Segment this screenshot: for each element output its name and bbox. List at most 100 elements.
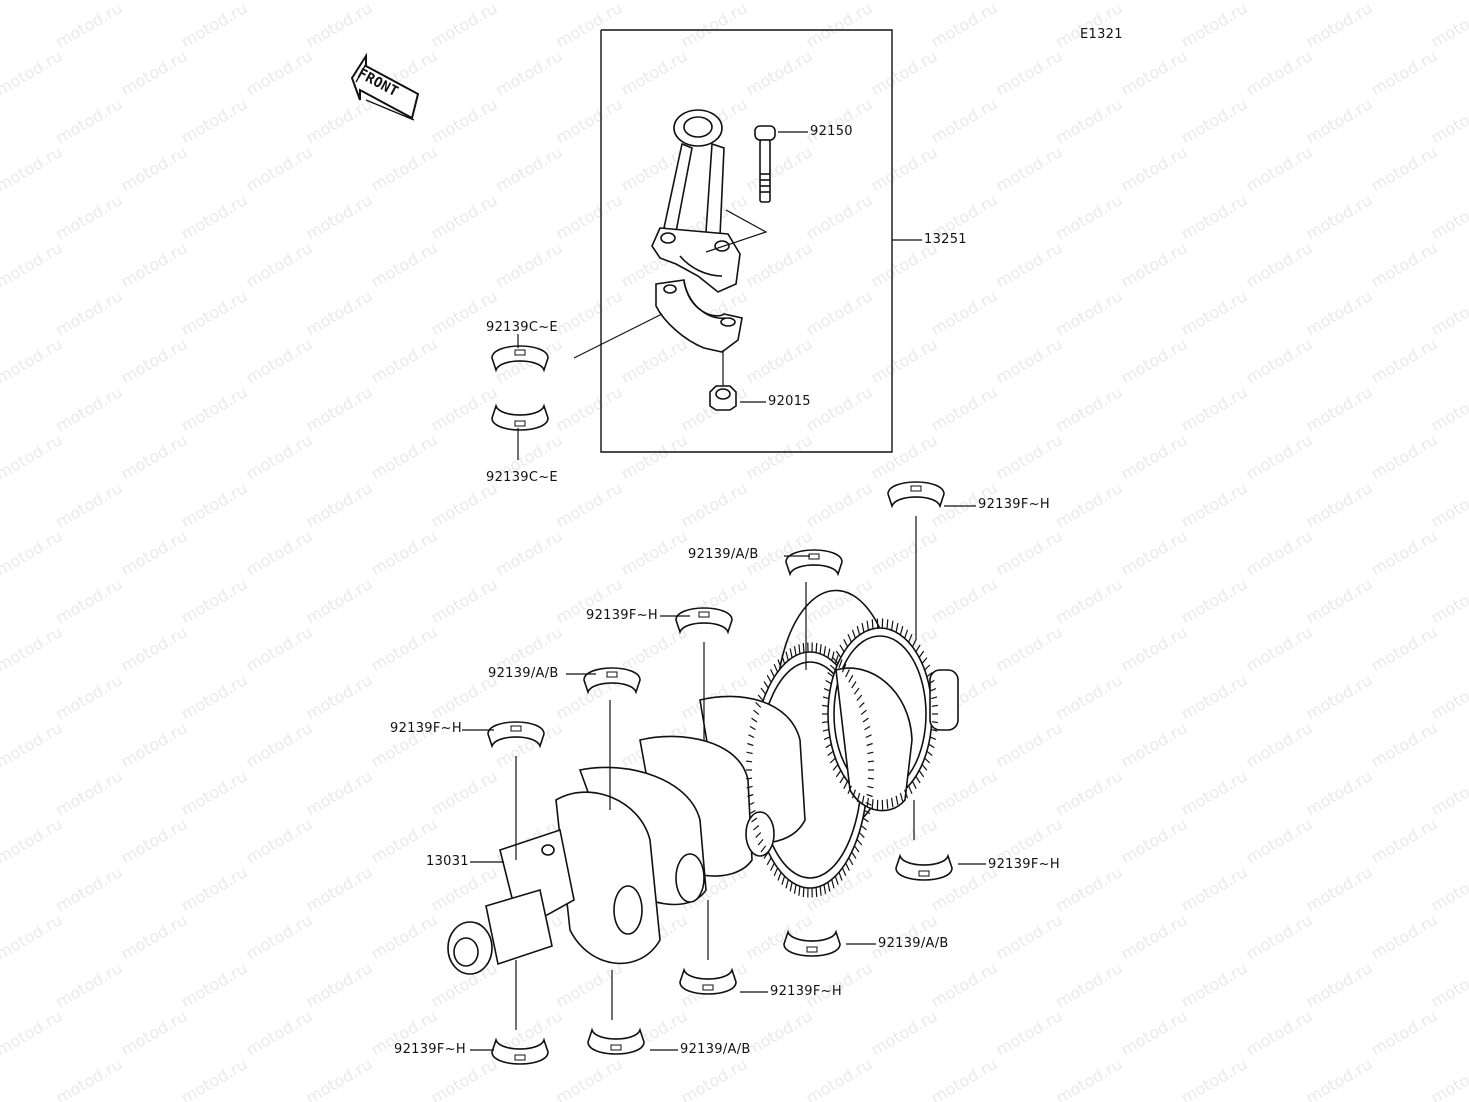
watermark-text: motod.ru [803,382,876,435]
gear-tooth [781,655,786,665]
gear-tooth [915,644,921,653]
watermark-text: motod.ru [243,910,316,963]
watermark-text: motod.ru [53,0,126,51]
watermark-text: motod.ru [803,190,876,243]
watermark-text: motod.ru [0,46,66,99]
watermark-text: motod.ru [178,94,251,147]
watermark-text: motod.ru [1428,382,1469,435]
gear-tooth [926,672,933,678]
watermark-text: motod.ru [243,46,316,99]
watermark-text: motod.ru [0,574,1,627]
watermark-text: motod.ru [1053,862,1126,915]
gear-tooth [847,633,852,643]
watermark-text: motod.ru [1428,1054,1469,1102]
gear-tooth [915,775,921,784]
gear-tooth [773,867,779,877]
watermark-text: motod.ru [368,622,441,675]
gear-tooth [838,871,843,881]
watermark-text: motod.ru [618,334,691,387]
front-arrow-icon [350,52,420,121]
gear-tooth [831,651,835,661]
watermark-text: motod.ru [1053,190,1126,243]
gear-tooth [866,620,869,631]
watermark-text: motod.ru [1118,430,1191,483]
watermark-text: motod.ru [553,478,626,531]
watermark-text: motod.ru [53,382,126,435]
gear-tooth [853,687,860,695]
gear-tooth [891,797,894,808]
watermark-text: motod.ru [1428,190,1469,243]
watermark-text: motod.ru [618,0,691,3]
watermark-text: motod.ru [493,238,566,291]
label-bearing-fh-5: 92139F~H [770,984,842,999]
watermark-text: motod.ru [493,142,566,195]
watermark-text: motod.ru [368,238,441,291]
gear-tooth [751,817,758,823]
watermark-text: motod.ru [1178,958,1251,1011]
watermark-text: motod.ru [243,1006,316,1059]
gear-tooth [757,694,764,701]
gear-tooth [747,793,754,798]
gear-tooth [856,694,863,701]
gear-tooth [829,664,836,671]
watermark-text: motod.ru [1243,910,1316,963]
gear-tooth [793,646,797,656]
gear-tooth [860,709,867,716]
gear-tooth [871,799,874,809]
gear-tooth [763,681,769,689]
label-rod-bearing-bottom: 92139C~E [486,470,558,485]
gear-tooth [831,879,835,889]
watermark-text: motod.ru [868,46,941,99]
watermark-text: motod.ru [0,862,1,915]
watermark-text: motod.ru [1303,1054,1376,1102]
gear-tooth [829,757,836,764]
gear-tooth [815,643,818,653]
gear-tooth [773,663,779,673]
gear-tooth [789,882,793,892]
bearing-shell-fh-1 [887,481,945,507]
watermark-text: motod.ru [1118,0,1191,3]
gear-tooth [866,797,869,808]
gear-tooth [753,824,760,831]
gear-tooth [798,644,801,654]
watermark-text: motod.ru [243,526,316,579]
watermark-text: motod.ru [993,238,1066,291]
watermark-text: motod.ru [993,430,1066,483]
watermark-text: motod.ru [0,286,1,339]
watermark-text: motod.ru [0,0,66,3]
gear-tooth [867,785,874,789]
gear-tooth [851,789,856,799]
watermark-text: motod.ru [118,910,191,963]
watermark-text: motod.ru [1243,430,1316,483]
watermark-text: motod.ru [118,622,191,675]
watermark-text: motod.ru [0,814,66,867]
gear-tooth [823,646,827,656]
gear-tooth [856,625,861,636]
watermark-text: motod.ru [243,0,316,3]
watermark-text: motod.ru [743,430,816,483]
watermark-text: motod.ru [0,238,66,291]
watermark-text: motod.ru [1368,814,1441,867]
gear-tooth [749,725,756,731]
watermark-text: motod.ru [243,622,316,675]
gear-tooth [763,851,769,859]
gear-tooth [861,795,865,806]
watermark-text: motod.ru [53,670,126,723]
gear-tooth [834,655,839,665]
watermark-text: motod.ru [178,958,251,1011]
watermark-text: motod.ru [743,142,816,195]
watermark-text: motod.ru [1303,958,1376,1011]
watermark-text: motod.ru [243,334,316,387]
watermark-text: motod.ru [178,670,251,723]
gear-tooth [921,657,928,664]
gear-tooth [757,839,764,846]
watermark-text: motod.ru [1303,94,1376,147]
watermark-text: motod.ru [428,94,501,147]
label-rod-bearing-top: 92139C~E [486,320,558,335]
gear-tooth [845,669,850,678]
watermark-text: motod.ru [1118,142,1191,195]
gear-tooth [864,725,871,731]
watermark-text: motod.ru [1243,814,1316,867]
watermark-text: motod.ru [0,670,1,723]
gear-tooth [851,629,856,639]
